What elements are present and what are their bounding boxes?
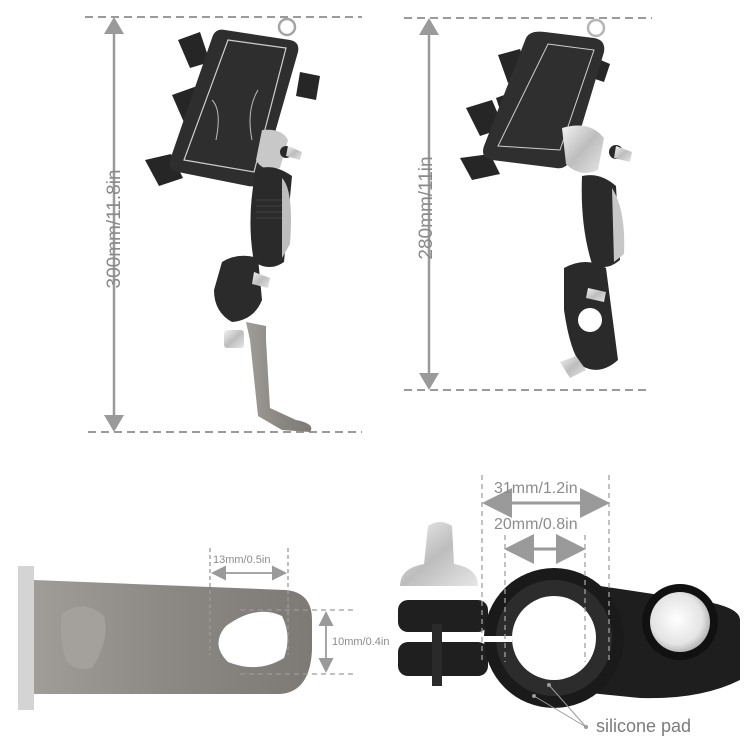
clamp-detail bbox=[398, 475, 740, 729]
clamp-inner-diameter-label: 20mm/0.8in bbox=[494, 516, 578, 533]
arrow-up-icon bbox=[104, 17, 124, 34]
bracket-hole-height-label: 10mm/0.4in bbox=[332, 636, 390, 648]
end-cap bbox=[650, 592, 710, 652]
bracket-hole-width-label: 13mm/0.5in bbox=[213, 554, 271, 566]
arrow-down-icon bbox=[104, 415, 124, 432]
clamp-knob bbox=[400, 522, 478, 586]
mirror-mount-height-label: 300mm/11.8in bbox=[104, 169, 125, 289]
pull-ring bbox=[586, 18, 606, 38]
pull-ring bbox=[277, 17, 297, 37]
mirror-bracket bbox=[246, 322, 312, 432]
bracket-emboss bbox=[60, 606, 106, 669]
handlebar-mount-height-label: 280mm/11in bbox=[416, 156, 437, 260]
bracket-detail bbox=[18, 548, 355, 710]
arrow-down-icon bbox=[419, 373, 439, 390]
mirror-mount-variant bbox=[85, 16, 362, 433]
extension-arm bbox=[250, 167, 292, 267]
silicone-pad-callout: silicone pad bbox=[596, 716, 692, 736]
lower-joint bbox=[214, 255, 262, 322]
clamp-bore bbox=[512, 596, 596, 680]
clamp-outer-diameter-label: 31mm/1.2in bbox=[494, 480, 578, 497]
extension-arm bbox=[581, 175, 620, 268]
handlebar-mount-variant bbox=[404, 17, 652, 391]
arrow-up-icon bbox=[419, 18, 439, 35]
bracket-nut bbox=[224, 330, 244, 348]
bracket-hole bbox=[218, 611, 288, 668]
